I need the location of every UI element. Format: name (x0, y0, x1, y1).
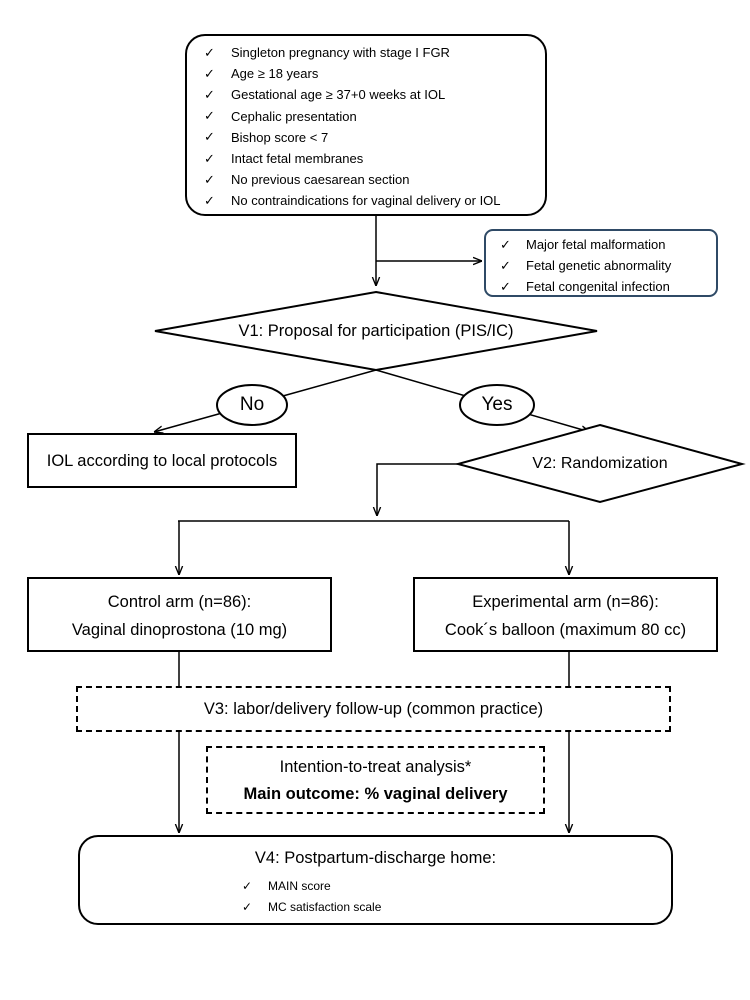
no-label: No (239, 394, 265, 415)
v4-title: V4: Postpartum-discharge home: (254, 849, 497, 867)
check-mark-icon: ✓ (242, 899, 253, 914)
inclusion-criterion: ✓ Singleton pregnancy with stage I FGR (204, 42, 545, 63)
v3-followup-box: V3: labor/delivery follow-up (common pra… (76, 686, 671, 732)
control-arm-line2: Vaginal dinoprostona (10 mg) (71, 621, 288, 639)
check-mark-icon: ✓ (204, 44, 215, 60)
v3-label: V3: labor/delivery follow-up (common pra… (203, 700, 544, 718)
check-mark-icon: ✓ (204, 129, 215, 145)
arrow-v2-down (377, 463, 458, 516)
experimental-arm-line2: Cook´s balloon (maximum 80 cc) (444, 621, 687, 639)
inclusion-criterion-text: Cephalic presentation (231, 108, 357, 124)
v4-outcome-item: ✓ MAIN score (242, 875, 381, 896)
analysis-line1: Intention-to-treat analysis* (279, 758, 472, 776)
check-mark-icon: ✓ (500, 257, 511, 273)
inclusion-criterion-text: No previous caesarean section (231, 172, 410, 188)
inclusion-criterion: ✓ Age ≥ 18 years (204, 63, 545, 84)
check-mark-icon: ✓ (204, 108, 215, 124)
inclusion-criterion-text: Intact fetal membranes (231, 151, 364, 167)
inclusion-criterion: ✓ No contraindications for vaginal delive… (204, 190, 545, 211)
check-mark-icon: ✓ (204, 65, 215, 81)
inclusion-criteria-box: ✓ Singleton pregnancy with stage I FGR ✓ Ag… (185, 34, 547, 216)
inclusion-criterion-text: Bishop score < 7 (231, 129, 329, 145)
exclusion-criterion: ✓ Major fetal malformation (500, 234, 716, 255)
exclusion-criterion: ✓ Fetal congenital infection (500, 276, 716, 297)
exclusion-criteria-list: ✓ Major fetal malformation ✓ Fetal genetic … (500, 234, 716, 297)
yes-oval (459, 384, 535, 426)
inclusion-criterion: ✓ Gestational age ≥ 37+0 weeks at IOL (204, 84, 545, 105)
inclusion-criterion-text: Singleton pregnancy with stage I FGR (231, 45, 450, 61)
control-arm-line1: Control arm (n=86): (107, 593, 252, 611)
exclusion-criterion: ✓ Fetal genetic abnormality (500, 255, 716, 276)
v1-label: V1: Proposal for participation (PIS/IC) (238, 322, 514, 340)
experimental-arm-line1: Experimental arm (n=86): (472, 593, 659, 611)
analysis-box: Intention-to-treat analysis* Main outcom… (206, 746, 545, 814)
exclusion-criteria-box: ✓ Major fetal malformation ✓ Fetal genetic … (484, 229, 718, 297)
v4-outcome-list: ✓ MAIN score ✓ MC satisfaction scale (242, 875, 381, 917)
check-mark-icon: ✓ (500, 236, 511, 252)
v4-discharge-box: V4: Postpartum-discharge home: ✓ MAIN sco… (78, 835, 673, 925)
inclusion-criterion: ✓ Bishop score < 7 (204, 127, 545, 148)
local-protocols-box: IOL according to local protocols (27, 433, 297, 488)
v2-diamond (454, 423, 746, 504)
exclusion-criterion-text: Fetal genetic abnormality (526, 258, 672, 273)
inclusion-criterion: ✓ No previous caesarean section (204, 169, 545, 190)
inclusion-criterion-text: Age ≥ 18 years (231, 66, 319, 82)
check-mark-icon: ✓ (204, 86, 215, 102)
exclusion-criterion-text: Fetal congenital infection (526, 279, 670, 294)
experimental-arm-box: Experimental arm (n=86): Cook´s balloon … (413, 577, 718, 652)
local-protocols-text: IOL according to local protocols (46, 452, 278, 470)
yes-label: Yes (481, 394, 513, 415)
v4-outcome-item-text: MC satisfaction scale (268, 899, 382, 914)
check-mark-icon: ✓ (242, 878, 253, 893)
exclusion-criterion-text: Major fetal malformation (526, 237, 666, 252)
inclusion-criterion-text: No contraindications for vaginal deliver… (231, 193, 501, 209)
check-mark-icon: ✓ (204, 192, 215, 208)
check-mark-icon: ✓ (500, 278, 511, 294)
v2-label: V2: Randomization (532, 455, 668, 472)
v4-outcome-item: ✓ MC satisfaction scale (242, 896, 381, 917)
inclusion-criterion: ✓ Intact fetal membranes (204, 148, 545, 169)
check-mark-icon: ✓ (204, 150, 215, 166)
analysis-line2: Main outcome: % vaginal delivery (243, 785, 508, 803)
inclusion-criterion-text: Gestational age ≥ 37+0 weeks at IOL (231, 87, 446, 103)
v4-outcome-item-text: MAIN score (268, 878, 331, 893)
inclusion-criterion: ✓ Cephalic presentation (204, 106, 545, 127)
inclusion-criteria-list: ✓ Singleton pregnancy with stage I FGR ✓ Ag… (204, 42, 545, 212)
control-arm-box: Control arm (n=86): Vaginal dinoprostona… (27, 577, 332, 652)
no-oval (216, 384, 288, 426)
check-mark-icon: ✓ (204, 171, 215, 187)
